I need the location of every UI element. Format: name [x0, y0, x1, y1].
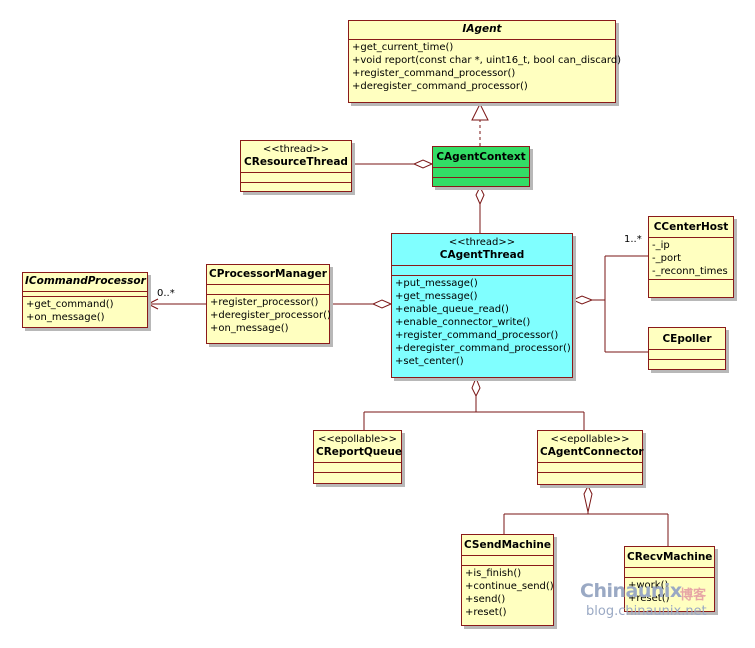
stereotype: <<thread>> [262, 144, 330, 155]
attribute: -_ip [652, 240, 670, 251]
operations-section: +register_processor() +deregister_proces… [207, 294, 331, 336]
operation: +register_command_processor() [352, 68, 516, 79]
operation: +send() [465, 594, 506, 605]
operation: +on_message() [26, 312, 105, 323]
multiplicity-center: 1..* [624, 234, 642, 245]
operation: +reset() [465, 607, 507, 618]
class-name: CCenterHost [653, 221, 729, 233]
class-name: IAgent [462, 23, 502, 35]
operation: +is_finish() [465, 568, 522, 579]
class-name: CSendMachine [464, 539, 552, 551]
operations-section [649, 279, 733, 287]
multiplicity-processor: 0..* [157, 288, 175, 299]
class-name: CAgentConnector [540, 446, 644, 458]
operation: +get_command() [26, 299, 114, 310]
operations-section [649, 359, 725, 369]
class-crecvmachine[interactable]: CRecvMachine +work() +reset() [624, 546, 715, 612]
attributes-section [392, 265, 572, 275]
operations-section: +get_command() +on_message() [23, 296, 147, 325]
attributes-section [625, 567, 714, 577]
class-name: CProcessorManager [209, 268, 327, 280]
operation: +work() [628, 580, 669, 591]
diamond-context-agentthread [475, 185, 485, 206]
operations-section: +get_current_time() +void report(const c… [349, 39, 622, 94]
class-name: CResourceThread [244, 156, 348, 168]
operation: +enable_queue_read() [395, 304, 509, 315]
attribute: -_port [652, 253, 682, 264]
class-name: CAgentThread [439, 249, 525, 261]
operation: +continue_send() [465, 581, 554, 592]
watermark-url: blog.chinaunix.net [586, 604, 707, 619]
class-cagentthread[interactable]: <<thread>> CAgentThread +put_message() +… [391, 233, 573, 378]
class-name: CReportQueue [316, 446, 402, 458]
class-name: CEpoller [662, 333, 712, 345]
stereotype: <<thread>> [448, 237, 516, 248]
operation: +set_center() [395, 356, 464, 367]
attributes-section [314, 462, 401, 472]
attributes-section [207, 284, 329, 294]
operations-section: +work() +reset() [625, 577, 714, 606]
diamond-thread-bottom [471, 376, 481, 398]
class-iagent[interactable]: IAgent +get_current_time() +void report(… [348, 20, 622, 103]
class-cresourcethread[interactable]: <<thread>> CResourceThread [240, 140, 352, 192]
class-name: ICommandProcessor [25, 275, 146, 287]
operations-section [538, 472, 642, 482]
attributes-section [23, 291, 147, 296]
diamond-thread-processormanager [371, 299, 393, 309]
attributes-section [241, 172, 351, 182]
class-cagentcontext[interactable]: CAgentContext [432, 146, 530, 187]
watermark-cn: 博客 [680, 588, 707, 603]
diamond-connector-bottom [583, 484, 593, 513]
diamond-context-resourcethread [412, 159, 434, 169]
class-icommandprocessor[interactable]: ICommandProcessor +get_command() +on_mes… [22, 272, 148, 328]
operation: +put_message() [395, 278, 478, 289]
operations-section [314, 472, 401, 482]
class-creportqueue[interactable]: <<epollable>> CReportQueue [313, 430, 402, 484]
operation: +deregister_processor() [210, 310, 331, 321]
operation: +get_current_time() [352, 42, 454, 53]
operation: +enable_connector_write() [395, 317, 531, 328]
operation: +void report(const char *, uint16_t, boo… [352, 55, 622, 66]
class-name: CRecvMachine [627, 551, 713, 563]
operation: +register_processor() [210, 297, 319, 308]
operation: +deregister_command_processor() [395, 343, 571, 354]
operation: +reset() [628, 593, 670, 604]
watermark-brand: Chinaunix [580, 580, 682, 602]
class-csendmachine[interactable]: CSendMachine +is_finish() +continue_send… [461, 534, 554, 626]
operation: +on_message() [210, 323, 289, 334]
operations-section: +put_message() +get_message() +enable_qu… [392, 275, 572, 369]
attributes-section [462, 555, 553, 565]
diamond-thread-right [571, 295, 594, 305]
stereotype: <<epollable>> [550, 434, 630, 445]
operation: +register_command_processor() [395, 330, 559, 341]
attributes-section: -_ip -_port -_reconn_times [649, 237, 733, 279]
class-cepoller[interactable]: CEpoller [648, 327, 726, 370]
operation: +deregister_command_processor() [352, 81, 528, 92]
class-ccenterhost[interactable]: CCenterHost -_ip -_port -_reconn_times [648, 216, 734, 298]
operations-section: +is_finish() +continue_send() +send() +r… [462, 565, 554, 620]
class-cagentconnector[interactable]: <<epollable>> CAgentConnector [537, 430, 644, 485]
operations-section [433, 177, 529, 187]
arrowhead-icommand [146, 298, 159, 310]
attributes-section [538, 462, 642, 472]
class-name: CAgentContext [436, 151, 526, 163]
class-cprocessormanager[interactable]: CProcessorManager +register_processor() … [206, 264, 331, 344]
stereotype: <<epollable>> [317, 434, 398, 445]
attribute: -_reconn_times [652, 266, 728, 277]
attributes-section [433, 167, 529, 177]
operation: +get_message() [395, 291, 478, 302]
operations-section [241, 182, 351, 192]
realization-arrowhead [471, 102, 489, 121]
attributes-section [649, 349, 725, 359]
